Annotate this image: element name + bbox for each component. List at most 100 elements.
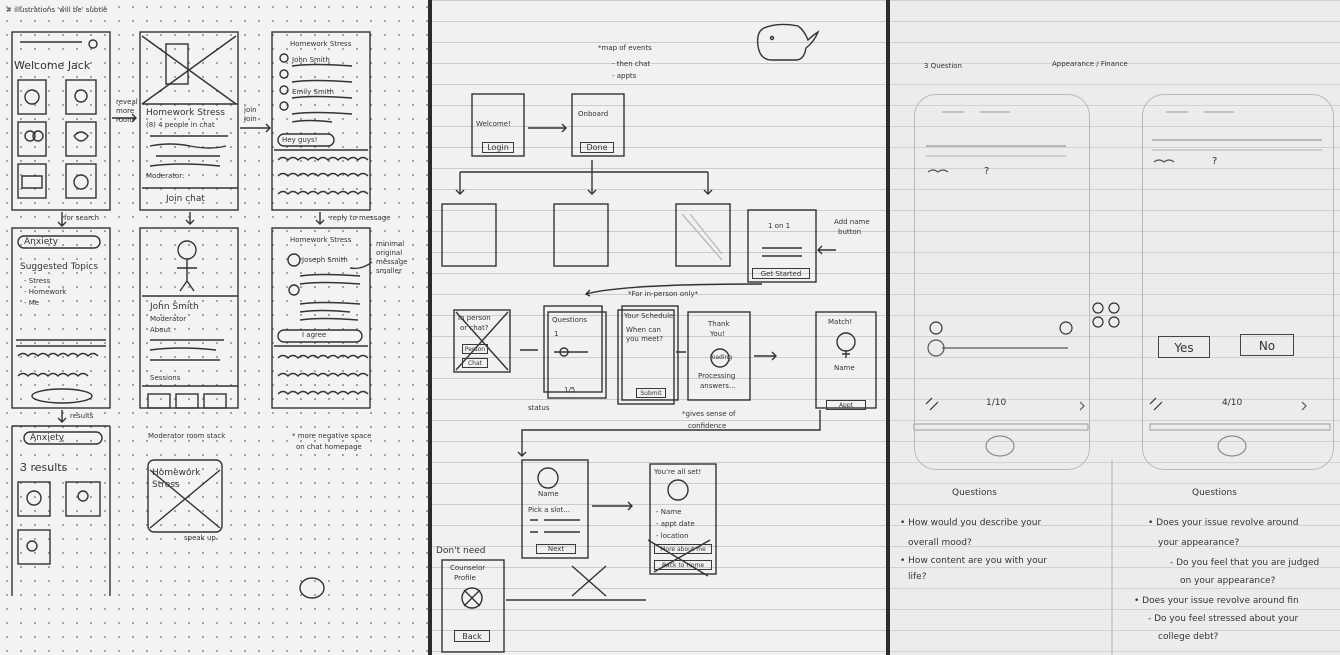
appt-button[interactable]: Appt <box>826 400 866 410</box>
results-count: 3 results <box>20 461 68 474</box>
right-question-1b: your appearance? <box>1158 538 1240 548</box>
note-more: more <box>116 107 135 115</box>
progress-left: 1/10 <box>986 398 1007 408</box>
onboard-label: Onboard <box>578 110 609 118</box>
profile-name: John Smith <box>150 302 199 312</box>
chat-user-3: Joseph Smith <box>302 256 348 264</box>
note-message: message <box>376 258 408 266</box>
chat-header-1: Homework Stress <box>290 40 352 48</box>
hey-guys-bubble: Hey guys! <box>282 136 318 144</box>
left-question-1b: overall mood? <box>908 538 972 548</box>
phone-right <box>1142 94 1334 470</box>
questions-heading-left: Questions <box>952 488 997 498</box>
join-chat-button[interactable]: Join chat <box>166 194 205 204</box>
right-question-2d: college debt? <box>1158 632 1219 642</box>
thank-you-1: Thank <box>708 320 730 328</box>
no-button[interactable]: No <box>1240 334 1294 356</box>
flow-lines <box>441 23 877 653</box>
detail-location: - location <box>656 532 689 540</box>
notebook-page-left: # illustrations 'will be' subtle Welcome… <box>0 0 428 655</box>
anxiety-search[interactable]: Anxiety <box>24 237 59 247</box>
welcome-label: Welcome! <box>476 120 511 128</box>
map-item-2: - appts <box>612 72 637 80</box>
right-question-2: • Does your issue revolve around fin <box>1134 596 1299 606</box>
negative-space-note-2: on chat homepage <box>296 443 362 451</box>
get-started-button[interactable]: Get Started <box>752 268 810 279</box>
in-person-only-note: *For in-person only* <box>628 290 699 298</box>
chat-button[interactable]: Chat <box>462 358 488 368</box>
one-on-one-label: 1 on 1 <box>768 222 791 230</box>
chat-user-1: John Smith <box>292 56 330 64</box>
chat-user-2: Emily Smith <box>292 88 334 96</box>
hw-card-title[interactable]: Homework <box>152 468 201 478</box>
more-about-me-button[interactable]: More about me <box>654 544 712 554</box>
back-button[interactable]: Back <box>454 630 490 642</box>
progress-right: 4/10 <box>1222 398 1243 408</box>
add-name-note: Add name <box>834 218 870 226</box>
wireframe-lines <box>913 111 1331 655</box>
topic-stress[interactable]: - Stress <box>24 277 51 285</box>
right-question-1: • Does your issue revolve around <box>1148 518 1299 528</box>
right-question-2c: - Do you feel stressed about your <box>1148 614 1299 624</box>
topic-homework[interactable]: - Homework <box>24 288 67 296</box>
profile-about: About <box>150 326 171 334</box>
note-join: join <box>244 106 257 114</box>
processing-label: Processing <box>698 372 736 380</box>
done-button[interactable]: Done <box>580 142 614 153</box>
left-question-2: • How content are you with your <box>900 556 1047 566</box>
pick-slot-label: Pick a slot... <box>528 506 570 514</box>
question-mark-right: ? <box>1212 156 1218 167</box>
header-question-count: 3 Question <box>924 62 962 70</box>
counselor-name: Name <box>538 490 559 498</box>
confidence-note: confidence <box>688 422 727 430</box>
match-name: Name <box>834 364 855 372</box>
in-person-question: In person <box>458 314 491 322</box>
question-mark-left: ? <box>984 166 990 177</box>
note-smaller: smaller <box>376 267 402 275</box>
counselor-profile-1: Counselor <box>450 564 486 572</box>
person-button[interactable]: Person <box>462 344 488 354</box>
map-title: *map of events <box>598 44 652 52</box>
agree-button[interactable]: I agree <box>302 331 327 339</box>
when-meet-1: When can <box>626 326 661 334</box>
or-chat-question: or chat? <box>460 324 489 332</box>
schedule-label: Your Schedule <box>624 312 674 320</box>
submit-button[interactable]: Submit <box>636 388 666 398</box>
answers-label: answers... <box>700 382 736 390</box>
search-note: for search <box>64 214 100 222</box>
speak-up-note: speak up <box>184 534 216 542</box>
questions-label: Questions <box>552 316 587 324</box>
next-button[interactable]: Next <box>536 544 576 554</box>
login-button[interactable]: Login <box>482 142 514 153</box>
note-illustrations: # illustrations 'will be' subtle <box>6 6 108 14</box>
dont-need-note: Don't need <box>436 546 486 556</box>
note-room: room <box>116 116 135 124</box>
question-number: 1 <box>554 330 559 338</box>
question-progress: 1/5 <box>564 386 576 394</box>
back-to-home-button[interactable]: Back to Home <box>654 560 712 570</box>
homework-title: Homework Stress <box>146 108 225 118</box>
right-question-1c: - Do you feel that you are judged <box>1170 558 1320 568</box>
profile-sessions: Sessions <box>150 374 181 382</box>
topic-me[interactable]: - Me <box>24 299 40 307</box>
all-set-label: You're all set! <box>654 468 702 476</box>
moderator-label: Moderator: <box>146 172 185 180</box>
notebook-page-right: 3 Question Appearance / Finance ? ? 1/10… <box>890 0 1340 655</box>
match-label: Match! <box>828 318 853 326</box>
reply-note: reply to message <box>330 214 391 222</box>
note-minimal: minimal <box>376 240 405 248</box>
note-original: original <box>376 249 403 257</box>
loading-label: loading <box>710 354 733 361</box>
sketch-lines-left <box>11 31 373 599</box>
notebook-page-middle: *map of events - then chat - appts Welco… <box>432 0 886 655</box>
results-note: results <box>70 412 94 420</box>
detail-date: - appt date <box>656 520 695 528</box>
counselor-profile-2: Profile <box>454 574 476 582</box>
suggested-topics: Suggested Topics <box>20 262 99 272</box>
note-reveal: reveal <box>116 98 138 106</box>
questions-heading-right: Questions <box>1192 488 1237 498</box>
hw-card-subtitle: Stress <box>152 480 180 490</box>
phone-left <box>914 94 1090 470</box>
anxiety-search-2[interactable]: Anxiety <box>30 433 65 443</box>
yes-button[interactable]: Yes <box>1158 336 1210 358</box>
